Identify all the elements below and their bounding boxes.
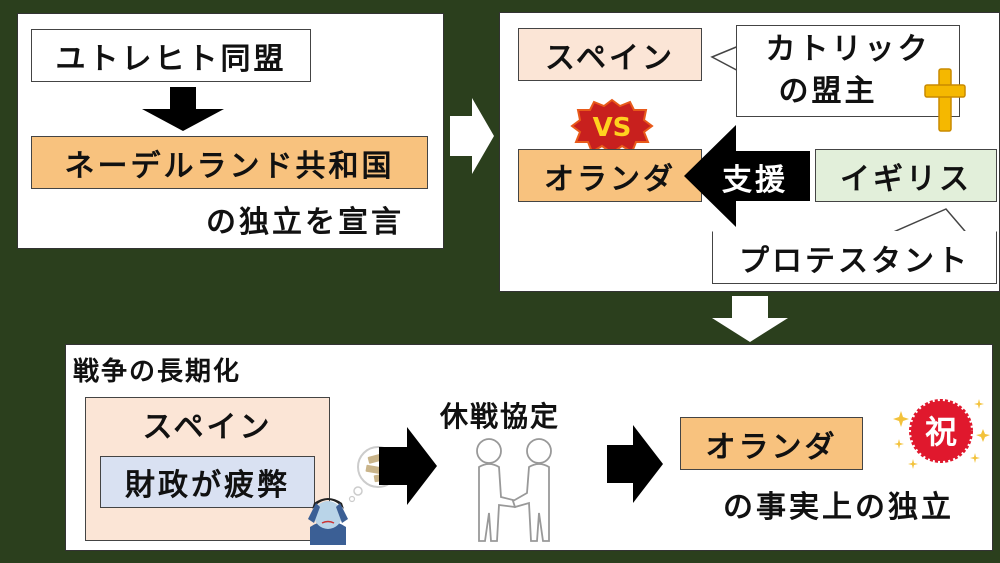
support-label: 支援 — [722, 163, 788, 198]
spain-box: スペイン — [518, 28, 702, 81]
panel-prolonged-war: 戦争の長期化 スペイン 財政が疲弊 休戦協定 オラン — [65, 344, 993, 551]
celebration-badge-icon: 祝 — [893, 399, 990, 469]
england-label: イギリス — [840, 161, 972, 197]
down-arrow-white-icon — [712, 296, 788, 342]
right-arrow-icon — [450, 98, 494, 174]
england-box: イギリス — [815, 149, 997, 202]
truce-heading: 休戦協定 — [440, 400, 561, 433]
de-facto-independence-text: の事実上の独立 — [723, 490, 954, 525]
catholic-leader-bubble: カトリック の盟主 — [736, 25, 960, 117]
finance-exhausted-box: 財政が疲弊 — [100, 456, 315, 508]
utrecht-union-box: ユトレヒト同盟 — [31, 29, 311, 82]
panel-utrecht-union: ユトレヒト同盟 ネーデルランド共和国 の独立を宣言 — [17, 13, 444, 249]
handshake-icon — [476, 438, 552, 542]
down-arrow-icon — [142, 87, 224, 131]
catholic-leader-line1: カトリック — [765, 32, 931, 67]
celebration-text: 祝 — [925, 413, 957, 451]
netherlands-label: オランダ — [544, 161, 676, 197]
catholic-leader-line2: の盟主 — [778, 74, 878, 109]
prolonged-war-heading: 戦争の長期化 — [73, 357, 242, 387]
netherlands-republic-box: ネーデルランド共和国 — [31, 136, 428, 189]
vs-text: VS — [593, 113, 632, 143]
right-arrow-icon-3 — [607, 425, 663, 503]
netherlands-result-label: オランダ — [705, 429, 838, 465]
finance-exhausted-label: 財政が疲弊 — [125, 468, 290, 503]
spain-label-bottom: スペイン — [142, 410, 273, 445]
right-arrow-icon-2 — [379, 427, 437, 505]
spain-label: スペイン — [545, 40, 675, 76]
support-arrow-icon — [684, 125, 810, 227]
protestant-label: プロテスタント — [739, 243, 970, 279]
utrecht-union-label: ユトレヒト同盟 — [55, 41, 287, 77]
netherlands-republic-label: ネーデルランド共和国 — [64, 148, 395, 184]
panel-spain-vs-netherlands: スペイン カトリック の盟主 VS オランダ 支援 イギリス プロテスタント — [499, 12, 1000, 292]
netherlands-box: オランダ — [518, 149, 702, 202]
protestant-bubble: プロテスタント — [712, 231, 997, 284]
cross-icon — [924, 68, 966, 132]
independence-declaration-text: の独立を宣言 — [206, 205, 404, 240]
vs-badge-icon: VS — [570, 98, 654, 155]
netherlands-result-box: オランダ — [680, 417, 863, 470]
